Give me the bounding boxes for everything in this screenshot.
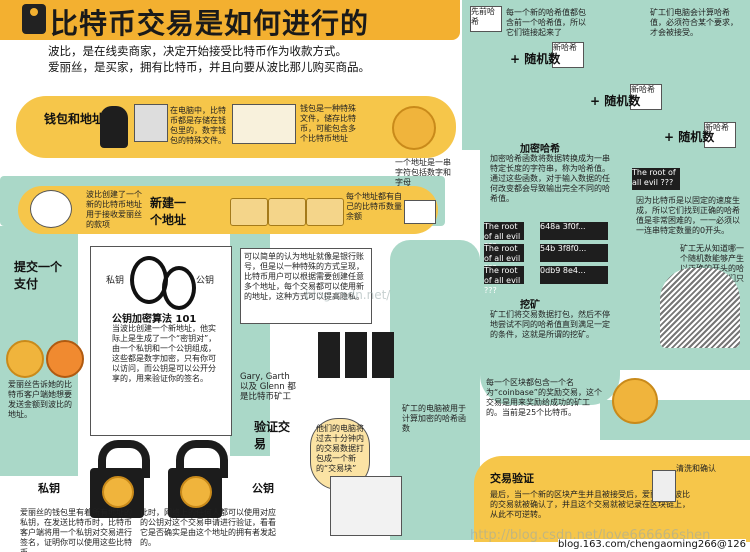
address-small-text: 一个地址是一串字符包括数字和字母	[395, 158, 451, 187]
coin-stack-icon	[230, 198, 268, 226]
crypto-title: 公钥加密算法 101	[112, 314, 197, 325]
miners-computer-text: 矿工的电脑被用于计算加密的哈希函数	[402, 404, 466, 433]
wallet-label: 钱包和地址	[44, 112, 105, 126]
bitcoin-coin-icon	[612, 378, 658, 424]
tx-verify-panel	[474, 456, 750, 542]
hash-input: The root of all evil ???	[484, 244, 524, 273]
miner-figure	[372, 332, 394, 378]
footer-credit: blog.163.com/chengaoming266@126	[557, 539, 746, 550]
new-hash-box: 新哈希	[704, 122, 736, 148]
clear-confirm-label: 清洗和确认	[676, 464, 716, 473]
block-cube-icon	[330, 476, 402, 536]
bottom-mid-text: 此时，网络上的任何人都可以使用对应的公钥对这个交易申请进行验证，看看它是否确实是…	[140, 508, 276, 547]
top-right-text-2: 矿工们电脑会计算哈希值，必须符合某个要求，才会被接受。	[650, 8, 738, 37]
reward-text: 每一个区块都包含一个名为“coinbase”的奖励交易，这个交易是用来奖励给成功…	[486, 378, 602, 417]
address-cylinder-icon	[30, 190, 72, 228]
encrypt-text: 加密哈希函数将数据转换成为一串特定长度的字符串，称为哈希值。通过这些函数，对于输…	[490, 154, 610, 203]
new-address-label: 新建一个地址	[150, 196, 187, 227]
wallet-grid-icon	[134, 104, 168, 142]
wallet-text: 在电脑中，比特币都是存储在钱包里的，数字钱包的特殊文件。	[170, 106, 226, 145]
tx-ledger-icon	[652, 470, 676, 502]
nonce-value: 54b 3f8f0...	[540, 244, 608, 262]
private-key-tag: 私钥	[106, 276, 125, 286]
submit-text: 爱丽丝告诉她的比特币客户端她想要发送金额到波比的地址。	[8, 380, 72, 419]
prev-hash-box: 先前哈希	[470, 6, 502, 32]
bitcoin-coin-icon	[46, 340, 84, 378]
bitcoin-coin-icon	[6, 340, 44, 378]
attempts-pile-icon	[660, 268, 740, 348]
public-key-label: 公钥	[252, 482, 274, 495]
tag-icon	[22, 4, 46, 34]
miner-figure	[318, 332, 340, 378]
lock-shackle	[98, 440, 150, 478]
bitcoin-coin-icon	[392, 106, 436, 150]
coin-stack-icon	[268, 198, 306, 226]
unlock-shackle	[176, 440, 228, 478]
public-key-tag: 公钥	[196, 276, 215, 286]
coin-stack-icon	[306, 198, 344, 226]
user-icon	[100, 106, 128, 148]
verify-label: 验证交易	[254, 420, 291, 451]
encrypt-title: 加密哈希	[520, 144, 560, 155]
hash-input: The root of all evil ???	[632, 168, 680, 190]
random-num-label: + 随机数	[664, 130, 715, 144]
tx-verify-label: 交易验证	[490, 472, 534, 485]
path-segment	[462, 0, 750, 150]
wallet-text-2: 钱包是一种特殊文件，储存比特币，可能包含多个比特币地址	[300, 104, 356, 143]
miner-figure	[345, 332, 367, 378]
tx-verify-text: 最后，当一个新的区块产生并且被接受后，爱丽丝到波比的交易就被确认了，并且这个交易…	[490, 490, 690, 519]
hash-input: The root of all evil ???	[484, 222, 524, 251]
hash-input: The root of all evil ???	[484, 266, 524, 295]
crypto-text: 当波比创建一个新地址，他实际上是生成了一个“密钥对”，由一个私钥和一个公钥组成，…	[112, 324, 217, 383]
miners-text-2: 他们的电脑将过去十分钟内的交易数据打包成一个新的“交易块”	[316, 424, 364, 473]
bank-text: 可以简单的认为地址就像是银行账号，但是以一种特殊的方式呈现，比特币用户可以根据需…	[244, 252, 364, 301]
intro-line-1: 波比，是在线卖商家，决定开始接受比特币作为收款方式。	[48, 44, 347, 58]
nonce-value: 648a 3f0f...	[540, 222, 608, 240]
bottom-left-text: 爱丽丝的钱包里有着所有地址的私钥，在发送比特币时，比特币客户端将用一个私钥对交易…	[20, 508, 132, 552]
new-address-text-2: 每个地址都有自己的比特币数量余额	[346, 192, 402, 221]
address-card-icon	[404, 200, 436, 224]
new-address-text: 波比创建了一个新的比特币地址用于接收爱丽丝的款项	[86, 190, 142, 229]
key-icon	[162, 266, 196, 310]
bitcoin-coin-icon	[102, 476, 134, 508]
page-title: 比特币交易是如何进行的	[50, 7, 370, 40]
bank-box	[240, 248, 372, 324]
mining-text: 矿工们将交易数据打包，然后不停地尝试不同的哈希值直到满足一定的条件，这就是所谓的…	[490, 310, 610, 339]
mining-title: 挖矿	[520, 300, 540, 311]
wallet-file-icon	[232, 104, 296, 144]
nonce-value: 0db9 8e4...	[540, 266, 608, 284]
hash-desc: 因为比特币是以固定的速度生成，所以它们找到正确的哈希值是非常困难的，一一必须以一…	[636, 196, 740, 235]
path-segment	[390, 240, 480, 540]
intro-line-2: 爱丽丝，是买家，拥有比特币，并且向要从波比那儿购买商品。	[48, 60, 370, 74]
submit-label: 提交一个支付	[14, 260, 63, 291]
random-num-label: + 随机数	[510, 52, 561, 66]
watermark-mid: blog.csdn.net/	[305, 288, 391, 302]
random-num-label: + 随机数	[590, 94, 641, 108]
miners-text: Gary, Garth 以及 Glenn 都是比特币矿工	[240, 372, 296, 402]
private-key-label: 私钥	[38, 482, 60, 495]
title-bar	[0, 0, 460, 40]
new-hash-box: 新哈希	[630, 84, 662, 110]
new-address-strip	[18, 186, 438, 234]
bitcoin-coin-icon	[180, 476, 212, 508]
new-hash-box: 新哈希	[552, 42, 584, 68]
top-right-text-1: 每一个新的哈希值都包含前一个哈希值，所以它们链接起来了	[506, 8, 586, 37]
